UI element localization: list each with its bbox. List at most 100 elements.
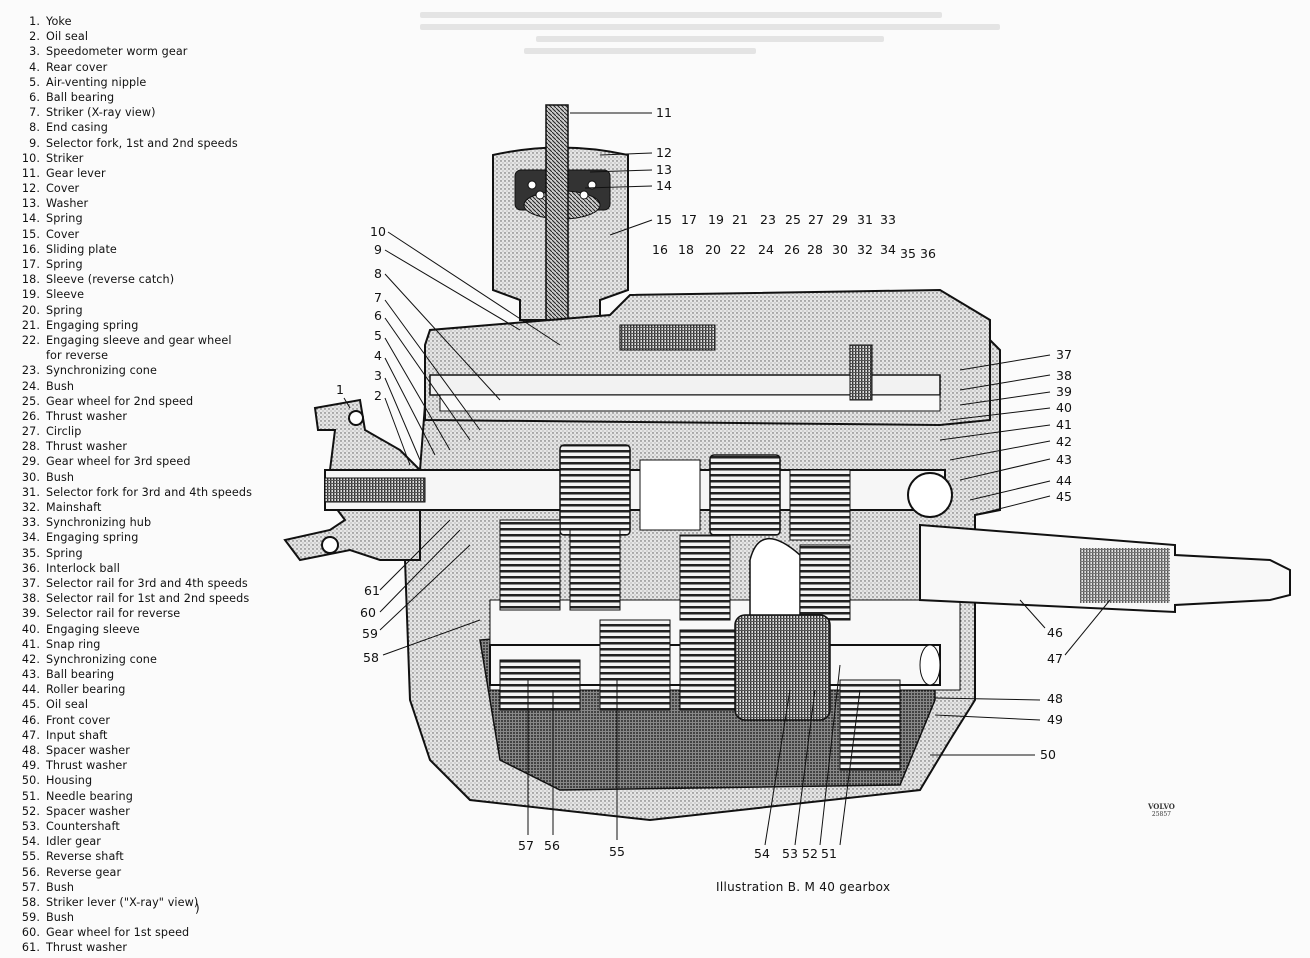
legend-number: 27. — [21, 425, 40, 439]
legend-item: 19.Sleeve — [10, 287, 250, 302]
legend-number: 60. — [21, 926, 40, 940]
callout-18: 18 — [678, 242, 694, 257]
legend-number: 15. — [21, 227, 40, 241]
legend-number: 51. — [21, 789, 40, 803]
callout-53: 53 — [782, 846, 798, 861]
input-shaft — [919, 523, 1291, 614]
callout-25: 25 — [785, 212, 801, 227]
legend-label: Mainshaft — [46, 501, 102, 514]
legend-label: Front cover — [46, 713, 111, 727]
callout-9: 9 — [374, 242, 382, 257]
legend-item: 42. Synchronizing cone — [10, 652, 250, 667]
volvo-logo: VOLVO 25857 — [1148, 803, 1175, 819]
legend-item: 45.Oil seal — [10, 697, 250, 712]
legend-label: Spacer washer — [46, 744, 130, 757]
legend-label: Gear wheel for 1st speed — [46, 926, 190, 940]
legend-label: Air-venting nipple — [46, 75, 147, 89]
legend-item: 49.Thrust washer — [10, 758, 250, 773]
callout-42: 42 — [1056, 434, 1072, 449]
legend-number: 46. — [21, 713, 40, 727]
legend-label: Striker (X-ray view) — [46, 106, 156, 120]
callout-24: 24 — [758, 242, 774, 257]
legend-number: 47. — [21, 728, 40, 742]
callout-38: 38 — [1056, 368, 1072, 383]
callout-11: 11 — [656, 105, 672, 120]
callout-46: 46 — [1047, 625, 1063, 640]
legend-label: Needle bearing — [46, 789, 133, 803]
callout-23: 23 — [760, 212, 776, 227]
legend-label: Bush — [46, 880, 75, 894]
mainshaft — [324, 444, 953, 541]
legend-item: 59.Bush — [10, 910, 250, 925]
callout-44: 44 — [1056, 473, 1072, 488]
legend-label: Oil seal — [46, 30, 89, 44]
legend-item: 57.Bush — [10, 880, 250, 895]
legend-number: 45. — [21, 698, 40, 712]
callout-61: 61 — [364, 583, 380, 598]
legend-label: Ball bearing — [46, 668, 115, 682]
logo-code: 25857 — [1151, 811, 1171, 818]
legend-label: Thrust washer — [46, 409, 128, 423]
legend-item: 40.Engaging sleeve — [10, 622, 250, 637]
legend-number: 56. — [21, 865, 40, 879]
legend-label: Bush — [46, 911, 75, 925]
legend-number: 10. — [21, 151, 40, 165]
callout-41: 41 — [1056, 417, 1072, 432]
callout-12: 12 — [656, 145, 672, 160]
legend-label: Reverse shaft — [46, 850, 124, 864]
legend-number: 42. — [21, 652, 40, 666]
legend-label: Ball bearing — [46, 90, 115, 104]
legend-number: 58. — [21, 895, 40, 909]
legend-item: 44.Roller bearing — [10, 682, 250, 697]
legend-label: Synchronizing cone — [46, 652, 157, 666]
legend-label: Selector fork for 3rd and 4th speeds — [46, 485, 253, 499]
callout-51: 51 — [821, 846, 837, 861]
legend-number: 36. — [21, 561, 40, 575]
callout-28: 28 — [807, 242, 823, 257]
legend-number: 53. — [21, 819, 40, 833]
gear-lever-tower — [492, 104, 629, 336]
legend-label: Washer — [46, 197, 89, 211]
callout-35: 35 — [900, 246, 916, 261]
callout-45: 45 — [1056, 489, 1072, 504]
legend-item: 26.Thrust washer — [10, 409, 250, 424]
legend-item: 28.Thrust washer — [10, 439, 250, 454]
legend-number: 37. — [21, 576, 40, 590]
legend-label: Selector rail for 3rd and 4th speeds — [46, 576, 248, 590]
logo-brand: VOLVO — [1148, 802, 1175, 811]
legend-number: 4. — [29, 60, 40, 74]
legend-label: Reverse gear — [46, 865, 122, 879]
legend-number: 35. — [21, 546, 40, 560]
legend-item: 2.Oil seal — [10, 29, 250, 44]
legend-number: 39. — [21, 607, 40, 621]
legend-number: 61. — [21, 941, 40, 955]
legend-item: 34.Engaging spring — [10, 530, 250, 545]
legend-number: 44. — [21, 683, 40, 697]
callout-27: 27 — [808, 212, 824, 227]
legend-number: 32. — [21, 501, 40, 514]
legend-number: 7. — [29, 106, 40, 120]
legend-item: 60. Gear wheel for 1st speed — [10, 925, 250, 940]
legend-number: 11. — [21, 166, 40, 180]
callout-33: 33 — [880, 212, 896, 227]
legend-number: 50. — [21, 774, 40, 788]
callout-32: 32 — [857, 242, 873, 257]
callout-5: 5 — [374, 328, 382, 343]
legend-item: 61.Thrust washer — [10, 940, 250, 955]
legend-label: Speedometer worm gear — [46, 45, 188, 59]
callout-13: 13 — [656, 162, 672, 177]
legend-item: 29.Gear wheel for 3rd speed — [10, 454, 250, 469]
legend-number: 22. — [21, 333, 40, 347]
callout-50: 50 — [1040, 747, 1056, 762]
legend-label: Housing — [46, 774, 93, 788]
legend-item: 32. Mainshaft — [10, 500, 250, 515]
legend-number: 19. — [21, 288, 40, 302]
legend-item: 22.Engaging sleeve and gear wheel — [10, 333, 250, 348]
legend-number: 43. — [21, 668, 40, 682]
faded-bleedthrough-text — [420, 6, 1000, 66]
legend-item: 33.Synchronizing hub — [10, 515, 250, 530]
legend-item: 54.Idler gear — [10, 834, 250, 849]
legend-item: 27.Circlip — [10, 424, 250, 439]
